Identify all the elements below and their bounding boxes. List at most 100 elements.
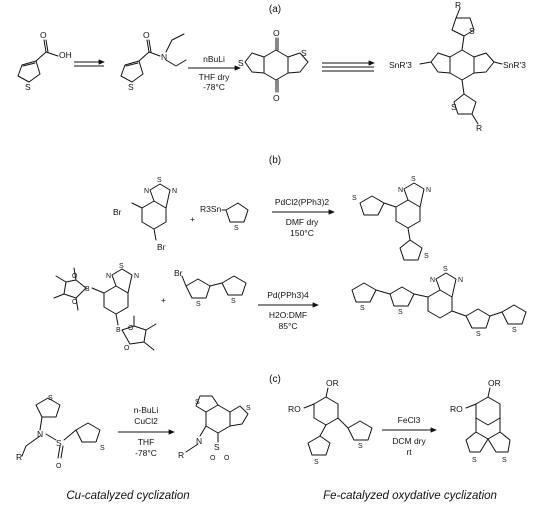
atom-s: S <box>360 305 365 312</box>
atom-s: S <box>231 298 236 305</box>
arrow-suzuki: Pd(PPh3)4 H2O:DMF 85°C <box>258 290 319 331</box>
atom-s: S <box>352 195 357 202</box>
atom-s: S <box>214 442 220 452</box>
section-label-c: (c) <box>269 374 281 385</box>
caption-cu: Cu-catalyzed cyclization <box>66 490 189 502</box>
reagent-bottom-2: 85°C <box>279 321 298 331</box>
atom-s: S <box>100 445 105 452</box>
atom-oh: OH <box>59 50 72 60</box>
atom-o: O <box>273 93 280 103</box>
atom-s: S <box>314 459 319 466</box>
atom-s: S <box>157 177 162 184</box>
caption-fe: Fe-catalyzed oxydative cyclization <box>323 490 497 502</box>
atom-br: Br <box>157 242 166 252</box>
atom-br: Br <box>174 268 183 278</box>
reagent-bottom-1: THF dry <box>199 72 230 82</box>
atom-b: B <box>116 327 121 334</box>
bromo-bithiophene: Br S S <box>174 268 247 308</box>
multistep-arrow-2 <box>322 60 375 72</box>
reagent-top: nBuLi <box>203 54 225 64</box>
reagent-bottom-1: THF <box>138 437 155 447</box>
section-label-b: (b) <box>269 155 281 166</box>
atom-n: N <box>161 52 167 62</box>
atom-n: N <box>172 188 177 195</box>
fused-dithiophene-product: OR RO S S <box>450 378 511 464</box>
plus-sign: + <box>161 295 166 305</box>
reagent-top-2: CuCl2 <box>134 416 158 426</box>
reagent-bottom-1: DMF dry <box>286 217 319 227</box>
bdt-dione: O O S S <box>238 28 309 103</box>
plus-sign: + <box>190 214 195 224</box>
atom-n: N <box>426 187 431 194</box>
atom-o: O <box>143 30 150 40</box>
atom-n: N <box>106 273 111 280</box>
thiophene-carboxylic-acid: O OH S <box>17 30 72 92</box>
substituent-ro: RO <box>450 404 463 414</box>
atom-o: O <box>72 299 78 306</box>
dibromo-btd: Br Br N N S <box>113 177 177 252</box>
reagent-top: FeCl3 <box>398 415 421 425</box>
reagent-bottom-2: -78°C <box>135 448 157 458</box>
atom-n: N <box>430 277 435 284</box>
atom-o: O <box>210 455 216 462</box>
substituent-r: R <box>16 452 22 462</box>
quaterthienyl-btd: N N S S S S S <box>351 266 527 338</box>
atom-s: S <box>119 263 124 270</box>
diethyl-amide: O N S <box>120 30 187 92</box>
atom-s: S <box>48 395 53 402</box>
atom-o: O <box>224 455 230 462</box>
reagent-bottom-2: 150°C <box>290 228 314 238</box>
atom-s: S <box>301 48 307 58</box>
bis-boronate-btd: B B O O O O N N S <box>53 263 157 352</box>
stannyl-group: R3Sn <box>200 204 222 214</box>
sultam-product: N R S O O S S <box>178 395 251 462</box>
arrow-stille: PdCl2(PPh3)2 DMF dry 150°C <box>272 197 335 238</box>
sulfonamide: N R S O S S <box>16 395 105 470</box>
reagent-bottom-1: H2O:DMF <box>269 310 307 320</box>
reagent-top-1: n-BuLi <box>134 405 159 415</box>
atom-s: S <box>512 327 517 334</box>
atom-s: S <box>25 82 31 92</box>
reagent-top: Pd(PPh3)4 <box>267 290 309 300</box>
atom-s: S <box>398 309 403 316</box>
atom-s: S <box>502 457 507 464</box>
atom-s: S <box>451 102 457 112</box>
atom-n: N <box>134 273 139 280</box>
atom-n: N <box>196 436 202 446</box>
atom-o: O <box>124 345 130 352</box>
substituent-or: OR <box>488 378 501 388</box>
section-label-a: (a) <box>269 4 281 15</box>
dithienyl-btd: N N S S S <box>352 176 431 261</box>
stannyl-bdt: R R SnR'3 SnR'3 S S <box>389 0 526 133</box>
arrow-nbuli: nBuLi THF dry -78°C <box>188 54 241 92</box>
arrow-fe-cyclization: FeCl3 DCM dry rt <box>382 415 437 457</box>
reagent-bottom-1: DCM dry <box>392 436 426 446</box>
atom-s: S <box>246 405 251 412</box>
substituent-r: R <box>476 123 482 133</box>
atom-n: N <box>144 188 149 195</box>
atom-n: N <box>458 277 463 284</box>
atom-o: O <box>40 30 47 40</box>
reagent-bottom-2: -78°C <box>203 82 225 92</box>
stannyl-right: SnR'3 <box>503 60 526 70</box>
atom-o: O <box>72 273 78 280</box>
atom-s: S <box>238 58 244 68</box>
reagent-bottom-2: rt <box>406 447 412 457</box>
atom-s: S <box>196 301 201 308</box>
atom-s: S <box>56 438 62 448</box>
atom-br: Br <box>113 207 122 217</box>
stannyl-left: SnR'3 <box>389 60 412 70</box>
atom-s: S <box>472 457 477 464</box>
atom-o: O <box>56 463 62 470</box>
atom-s: S <box>195 399 200 406</box>
atom-n: N <box>37 429 43 439</box>
atom-o: O <box>128 325 134 332</box>
stannyl-thiophene: R3Sn S <box>200 202 249 232</box>
substituent-r: R <box>455 0 461 10</box>
multistep-arrow-1 <box>74 59 105 67</box>
atom-s: S <box>424 253 429 260</box>
arrow-cu-cyclization: n-BuLi CuCl2 THF -78°C <box>118 405 175 458</box>
atom-n: N <box>398 187 403 194</box>
atom-s: S <box>411 176 416 183</box>
